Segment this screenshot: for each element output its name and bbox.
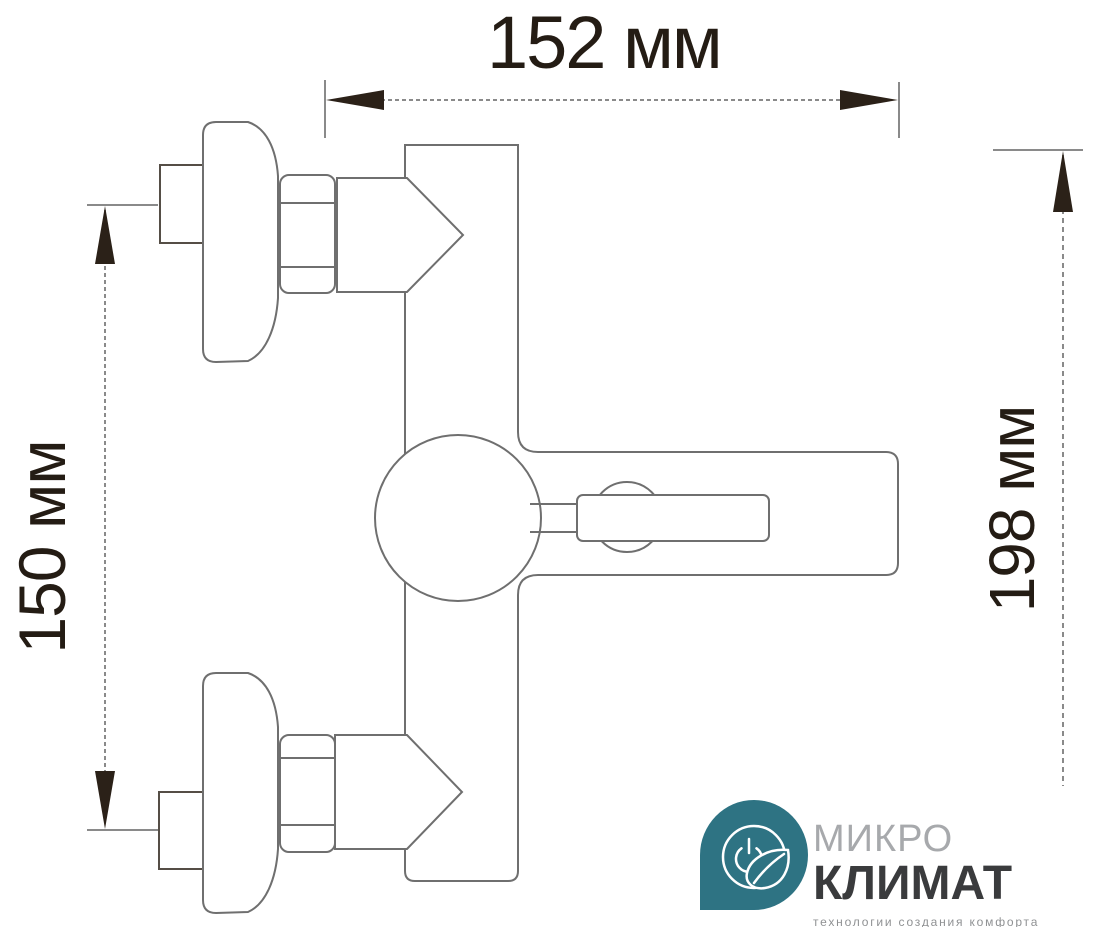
arrow-right-icon [840,90,898,110]
brand-logo: МИКРО КЛИМАТ технологии создания комфорт… [700,798,1080,927]
dimension-label-width: 152 мм [487,1,723,84]
dimension-right-height [993,149,1083,786]
logo-brand-bottom: КЛИМАТ [813,857,1013,910]
escutcheon-flange-bottom [202,672,279,915]
logo-droplet-mark [700,800,808,910]
dimension-left-connection [87,204,158,831]
escutcheon-flange-top [202,121,279,364]
logo-text-block: МИКРО КЛИМАТ технологии создания комфорт… [813,820,1080,927]
arrow-up-icon [1053,151,1073,212]
lever-stem [530,503,577,533]
logo-tagline: технологии создания комфорта [813,915,1040,927]
arrow-left-icon [326,90,384,110]
wall-pipe-stub-bottom [158,791,204,870]
dimension-label-connection: 150 мм [5,440,79,654]
arrow-down-icon [95,771,115,829]
arrow-up-icon [95,206,115,264]
inlet-connector-bottom [334,734,464,850]
logo-brand-top: МИКРО [813,818,954,860]
hex-nut-top [279,174,336,294]
wall-pipe-stub-top [159,164,205,244]
dimension-top-width [324,80,900,138]
logo-eco-power-icon [721,824,790,890]
inlet-connector-top [336,177,465,293]
faucet-outline [158,121,899,915]
handle-cap-circle [374,434,542,602]
hex-nut-bottom [279,734,336,853]
dimension-label-height: 198 мм [976,405,1048,613]
lever-handle [576,494,770,542]
